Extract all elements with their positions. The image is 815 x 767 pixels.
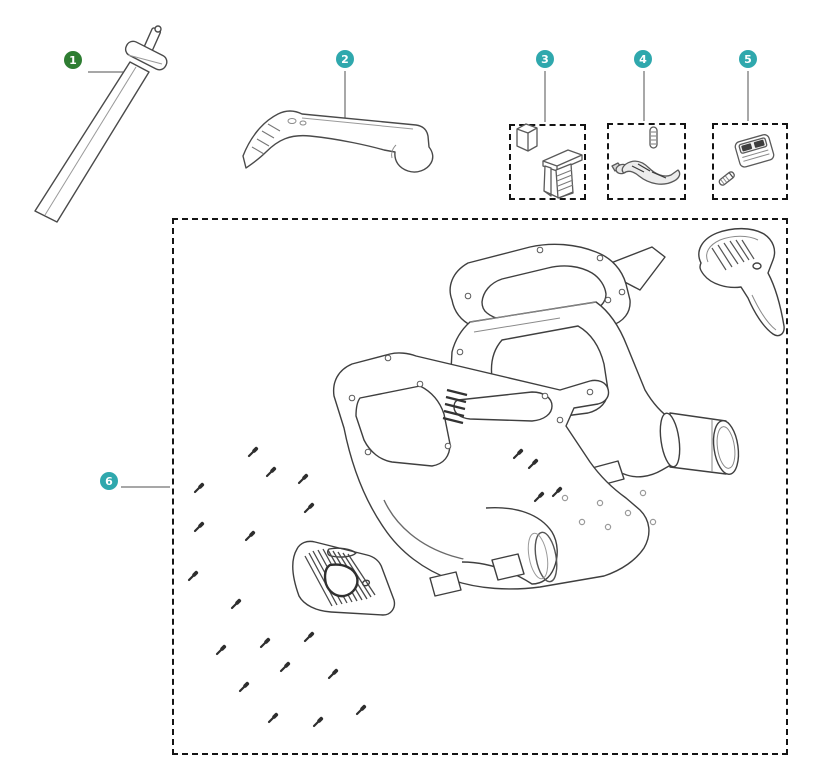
part-group-box-6: [172, 218, 788, 755]
callout-badge-6[interactable]: 6: [100, 472, 118, 490]
callout-badge-3[interactable]: 3: [536, 50, 554, 68]
part-group-box-5: [712, 123, 788, 200]
washers-group: [561, 489, 657, 531]
part-3-kit-art: [516, 123, 583, 199]
callout-number: 3: [541, 52, 549, 66]
part-group-box-3: [509, 124, 586, 200]
leader-lines: [88, 71, 749, 488]
part-6-housing-left-art: [332, 352, 650, 597]
part-1-tube-art: [34, 25, 168, 223]
callout-number: 1: [69, 53, 77, 67]
callout-number: 2: [341, 52, 349, 66]
part-5-kit-art: [718, 134, 775, 186]
part-6-vent-cover-art: [292, 540, 396, 616]
callout-badge-2[interactable]: 2: [336, 50, 354, 68]
callout-badge-1[interactable]: 1: [64, 51, 82, 69]
callout-badge-5[interactable]: 5: [739, 50, 757, 68]
part-4-kit-art: [611, 126, 681, 185]
callout-number: 6: [105, 474, 113, 488]
part-6-side-cover-art: [698, 227, 785, 337]
callout-number: 4: [639, 52, 647, 66]
part-2-handle-cover-art: [242, 110, 434, 173]
callout-badge-4[interactable]: 4: [634, 50, 652, 68]
screws-group: [187, 446, 563, 728]
part-group-box-4: [607, 123, 686, 200]
callout-number: 5: [744, 52, 752, 66]
